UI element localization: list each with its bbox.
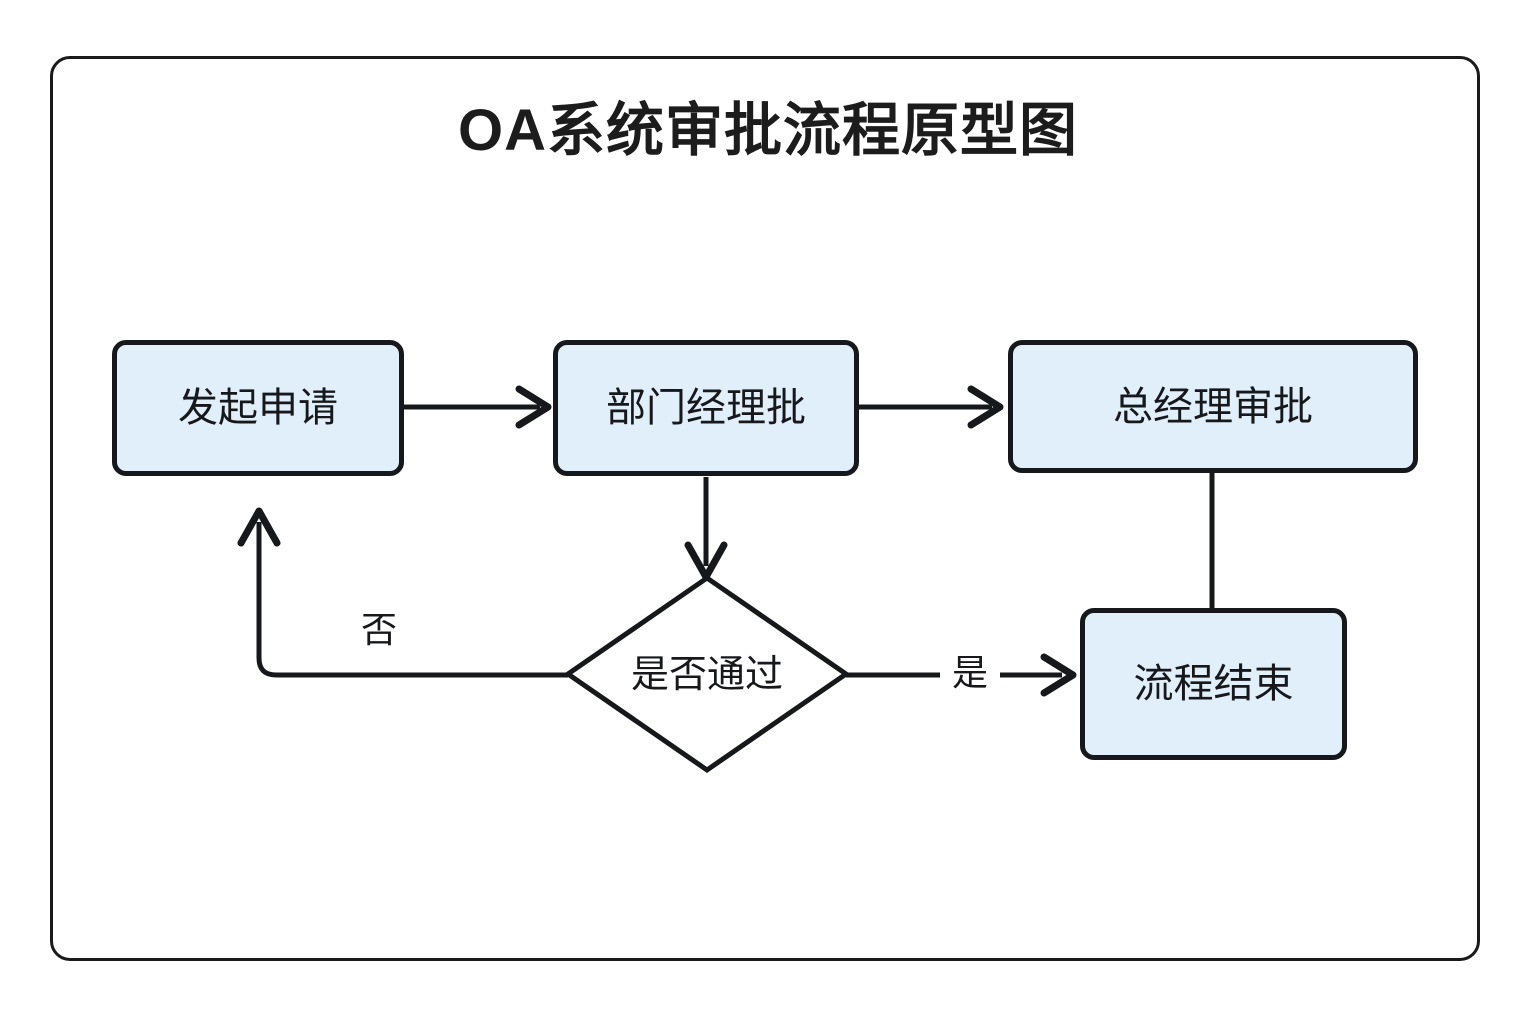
diagram-frame	[50, 56, 1480, 961]
node-start[interactable]: 发起申请	[112, 340, 404, 476]
edge-label-no: 否	[357, 612, 402, 648]
node-dept-manager-label: 部门经理批	[606, 386, 806, 430]
edge-label-yes: 是	[948, 655, 993, 691]
node-end[interactable]: 流程结束	[1080, 608, 1347, 760]
node-dept-manager[interactable]: 部门经理批	[553, 340, 859, 476]
node-end-label: 流程结束	[1133, 662, 1294, 706]
node-decision-label-wrap: 是否通过	[568, 640, 846, 710]
node-general-manager[interactable]: 总经理审批	[1008, 340, 1418, 473]
node-decision-label: 是否通过	[630, 654, 783, 696]
page-title: OA系统审批流程原型图	[457, 98, 1078, 163]
node-start-label: 发起申请	[178, 386, 338, 430]
node-general-manager-label: 总经理审批	[1113, 384, 1313, 429]
